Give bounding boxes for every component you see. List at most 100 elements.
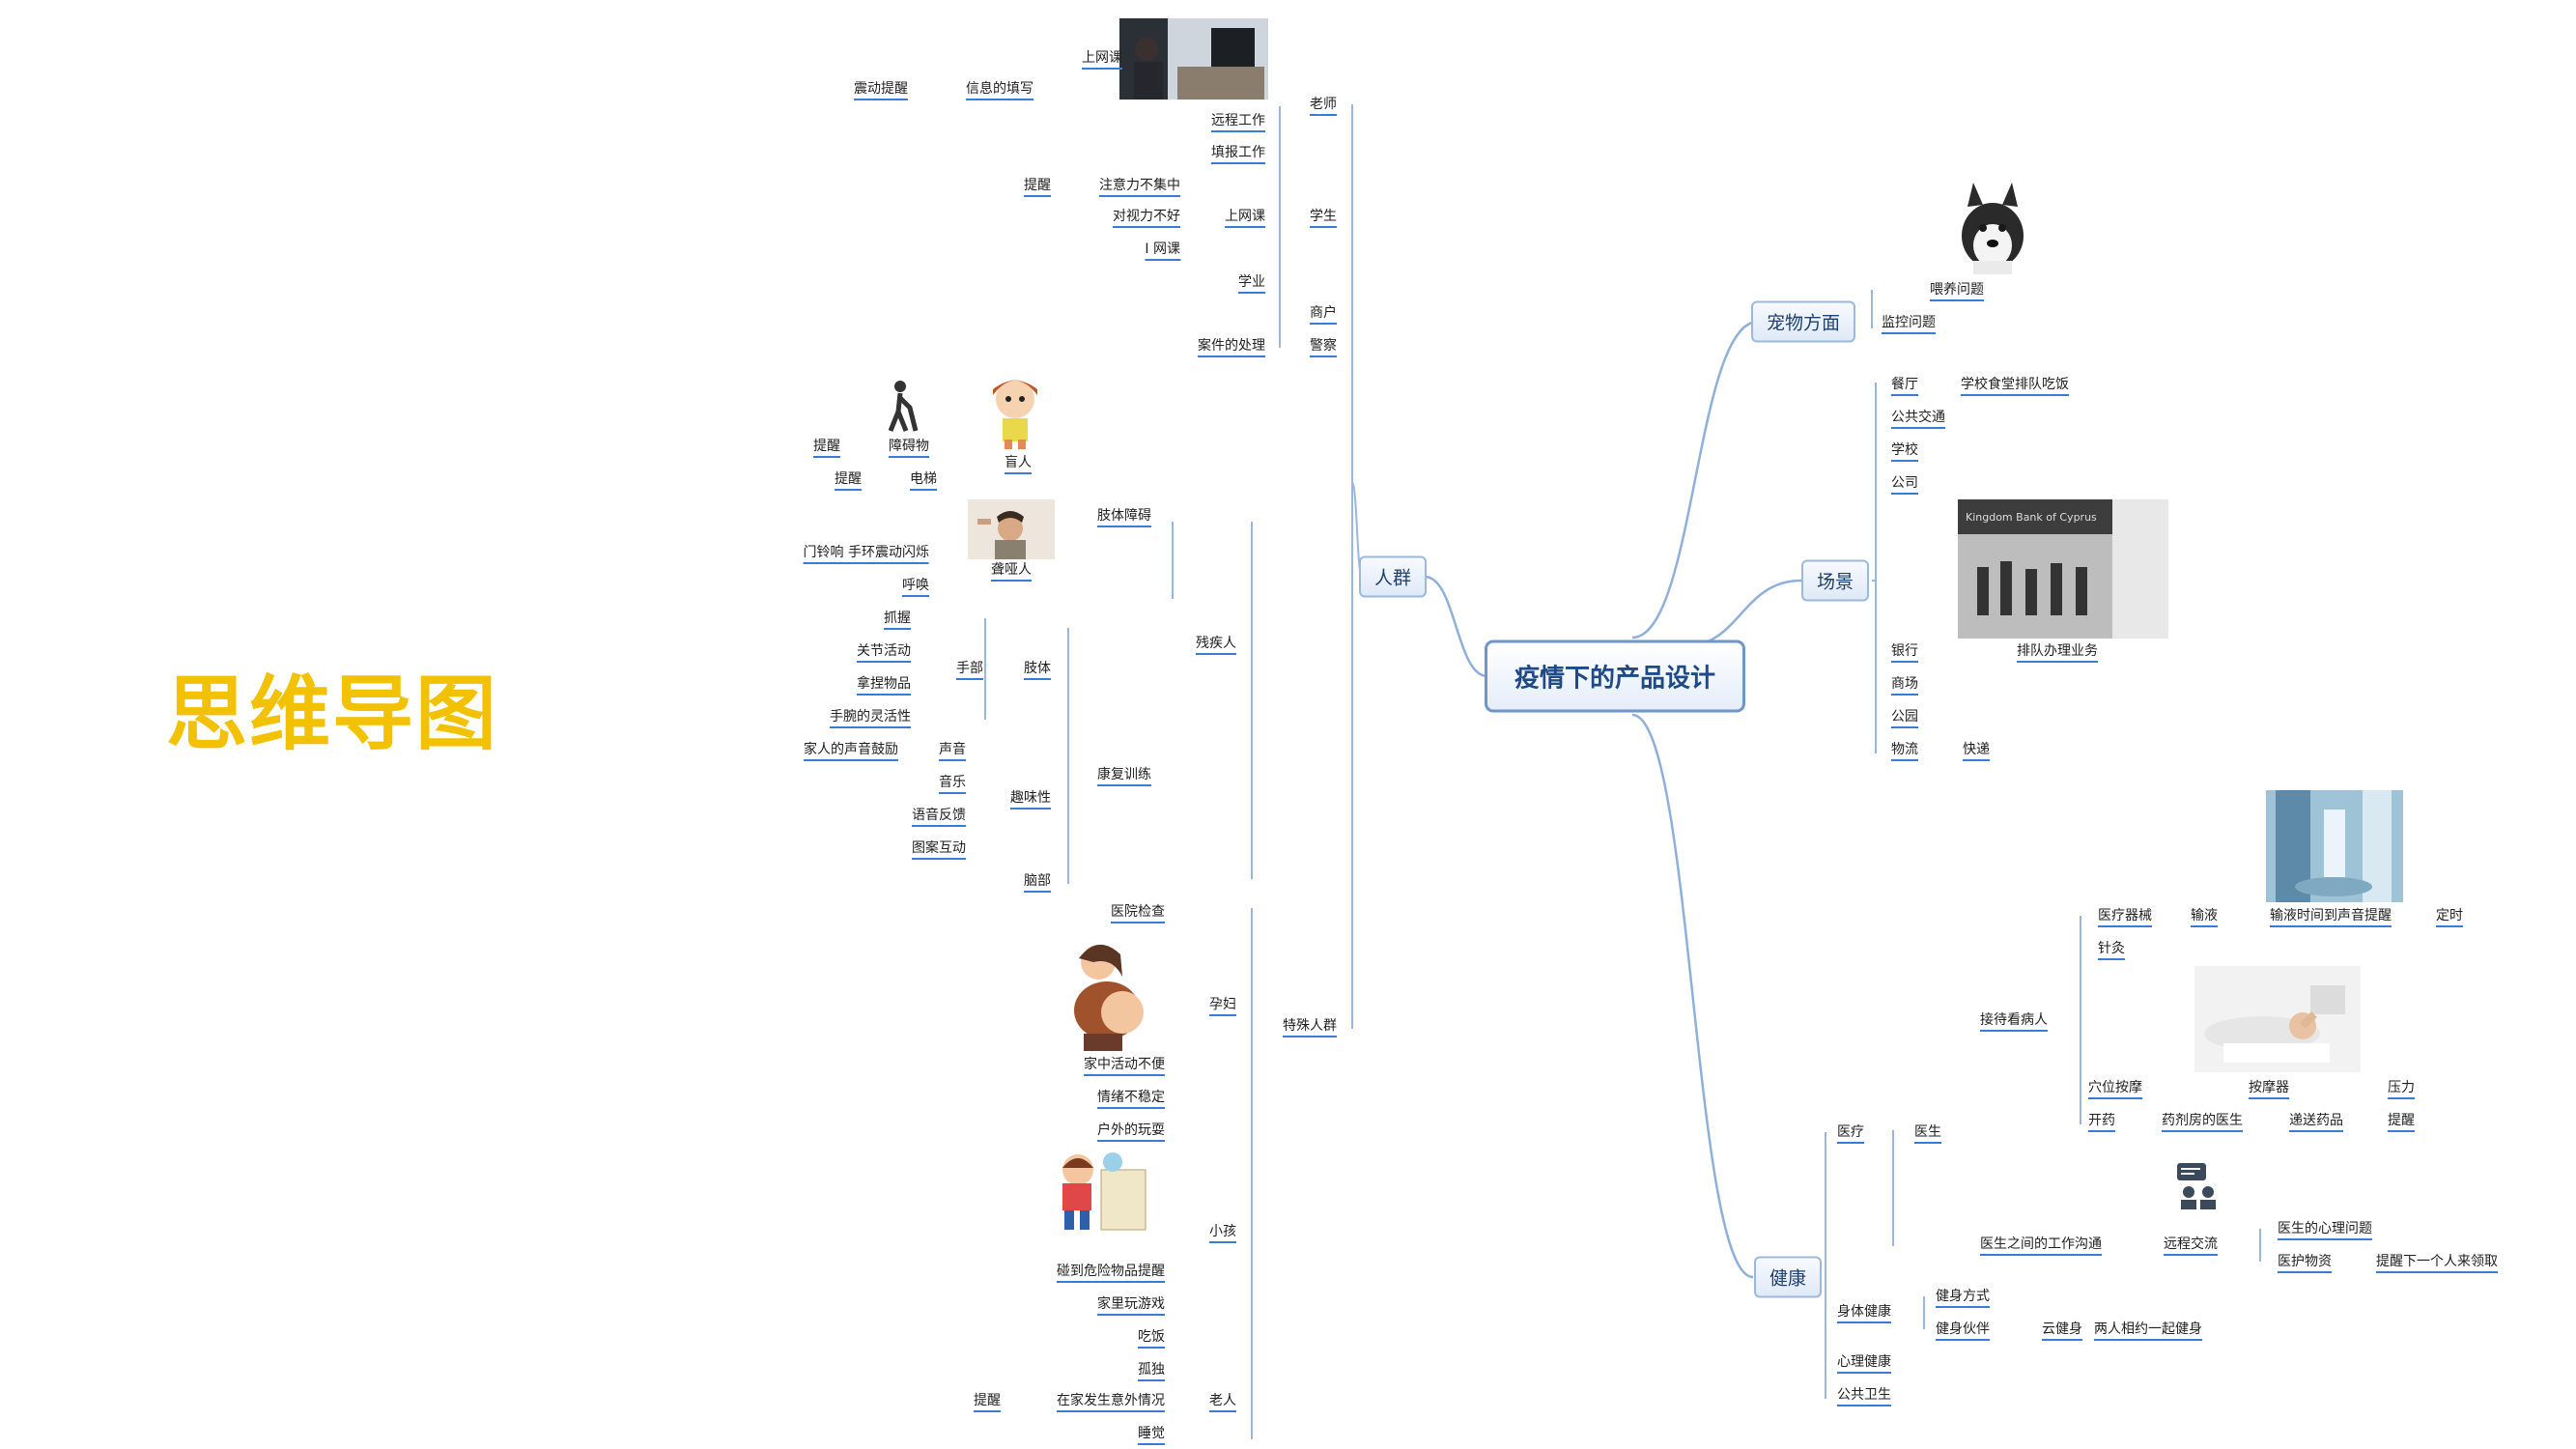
node-acupuncture[interactable]: 针灸 xyxy=(2098,939,2125,960)
node-fill-work[interactable]: 填报工作 xyxy=(1211,143,1265,164)
node-deliver-drug[interactable]: 递送药品 xyxy=(2289,1111,2343,1132)
node-child[interactable]: 小孩 xyxy=(1209,1222,1236,1243)
node-mental-doctor[interactable]: 医生的心理问题 xyxy=(2278,1219,2372,1240)
node-fitness[interactable]: 身体健康 xyxy=(1837,1302,1891,1323)
node-mental[interactable]: 心理健康 xyxy=(1837,1352,1891,1374)
node-online-class-teacher[interactable]: 上网课 xyxy=(1082,48,1122,70)
node-bank[interactable]: 银行 xyxy=(1891,641,1918,663)
node-remote[interactable]: 远程交流 xyxy=(2164,1235,2218,1256)
node-hygiene[interactable]: 公共卫生 xyxy=(1837,1385,1891,1406)
node-home-move[interactable]: 家中活动不便 xyxy=(1084,1055,1165,1076)
node-obstacle[interactable]: 障碍物 xyxy=(889,437,929,458)
branch-health[interactable]: 健康 xyxy=(1753,1256,1823,1298)
node-logistics[interactable]: 物流 xyxy=(1891,740,1918,761)
node-next-receive[interactable]: 提醒下一个人来领取 xyxy=(2376,1252,2498,1273)
node-two-fit[interactable]: 两人相约一起健身 xyxy=(2094,1320,2202,1341)
node-elevator[interactable]: 电梯 xyxy=(910,469,937,491)
node-mall[interactable]: 商场 xyxy=(1891,674,1918,696)
node-supplies[interactable]: 医护物资 xyxy=(2278,1252,2332,1273)
node-eyesight[interactable]: 对视力不好 xyxy=(1113,207,1180,228)
node-infusion[interactable]: 输液 xyxy=(2191,906,2218,927)
node-feeding[interactable]: 喂养问题 xyxy=(1930,280,1984,301)
node-family-voice[interactable]: 家人的声音鼓励 xyxy=(804,740,898,761)
node-doctor[interactable]: 医生 xyxy=(1914,1122,1941,1144)
node-wrist[interactable]: 手腕的灵活性 xyxy=(830,707,911,728)
node-remind-obstacle[interactable]: 提醒 xyxy=(813,437,840,458)
node-student[interactable]: 学生 xyxy=(1310,207,1337,228)
node-joint[interactable]: 关节活动 xyxy=(857,641,911,663)
central-topic[interactable]: 疫情下的产品设计 xyxy=(1484,639,1746,713)
node-canteen[interactable]: 餐厅 xyxy=(1891,375,1918,396)
node-call[interactable]: 呼唤 xyxy=(902,576,929,597)
node-home-game[interactable]: 家里玩游戏 xyxy=(1097,1294,1165,1316)
node-i-online[interactable]: I 网课 xyxy=(1145,240,1180,261)
node-case[interactable]: 案件的处理 xyxy=(1198,336,1265,357)
node-sleep[interactable]: 睡觉 xyxy=(1138,1424,1165,1445)
node-vibration-reminder[interactable]: 震动提醒 xyxy=(854,79,908,100)
node-info-fill[interactable]: 信息的填写 xyxy=(966,79,1033,100)
node-infusion-alert[interactable]: 输液时间到声音提醒 xyxy=(2270,906,2392,927)
node-device[interactable]: 医疗器械 xyxy=(2098,906,2152,927)
branch-pets[interactable]: 宠物方面 xyxy=(1750,300,1856,343)
node-disabled[interactable]: 残疾人 xyxy=(1196,634,1236,655)
node-voice[interactable]: 声音 xyxy=(939,740,966,761)
node-hold[interactable]: 拿捏物品 xyxy=(857,674,911,696)
node-grip[interactable]: 抓握 xyxy=(884,609,911,630)
node-limbs[interactable]: 肢体 xyxy=(1024,659,1051,680)
node-danger[interactable]: 碰到危险物品提醒 xyxy=(1057,1262,1165,1283)
node-mood[interactable]: 情绪不稳定 xyxy=(1097,1088,1165,1109)
node-brain[interactable]: 脑部 xyxy=(1024,871,1051,893)
node-acupoint[interactable]: 穴位按摩 xyxy=(2088,1078,2142,1099)
node-lonely[interactable]: 孤独 xyxy=(1138,1360,1165,1381)
node-police[interactable]: 警察 xyxy=(1310,336,1337,357)
node-park[interactable]: 公园 xyxy=(1891,707,1918,728)
node-teacher[interactable]: 老师 xyxy=(1310,95,1337,116)
node-deaf[interactable]: 聋哑人 xyxy=(991,560,1032,582)
node-blind[interactable]: 盲人 xyxy=(1005,453,1032,474)
node-remote-work[interactable]: 远程工作 xyxy=(1211,111,1265,132)
node-student-reminder[interactable]: 提醒 xyxy=(1024,176,1051,197)
node-company[interactable]: 公司 xyxy=(1891,473,1918,495)
node-transport[interactable]: 公共交通 xyxy=(1891,408,1945,429)
branch-people[interactable]: 人群 xyxy=(1358,555,1428,598)
node-rehab[interactable]: 康复训练 xyxy=(1097,765,1151,786)
node-merchant[interactable]: 商户 xyxy=(1310,303,1337,325)
node-see-patient[interactable]: 接待看病人 xyxy=(1980,1010,2048,1032)
node-pregnant[interactable]: 孕妇 xyxy=(1209,995,1236,1016)
node-express[interactable]: 快递 xyxy=(1963,740,1990,761)
node-timing[interactable]: 定时 xyxy=(2436,906,2463,927)
node-elderly-remind[interactable]: 提醒 xyxy=(974,1391,1001,1412)
node-doctor-comm[interactable]: 医生之间的工作沟通 xyxy=(1980,1235,2102,1256)
node-cloud-fit[interactable]: 云健身 xyxy=(2042,1320,2082,1341)
node-massager[interactable]: 按摩器 xyxy=(2249,1078,2289,1099)
node-special[interactable]: 特殊人群 xyxy=(1283,1016,1337,1037)
node-voice-feedback[interactable]: 语音反馈 xyxy=(912,806,966,827)
branch-scenes[interactable]: 场景 xyxy=(1800,559,1870,602)
node-attention[interactable]: 注意力不集中 xyxy=(1099,176,1180,197)
node-eat[interactable]: 吃饭 xyxy=(1138,1327,1165,1349)
node-elderly[interactable]: 老人 xyxy=(1209,1391,1236,1412)
node-doorbell[interactable]: 门铃响 手环震动闪烁 xyxy=(803,543,929,564)
node-remind-elevator[interactable]: 提醒 xyxy=(835,469,862,491)
node-limb-barrier[interactable]: 肢体障碍 xyxy=(1097,506,1151,527)
node-school[interactable]: 学校 xyxy=(1891,440,1918,462)
node-partner[interactable]: 健身伙伴 xyxy=(1936,1320,1990,1341)
node-fun[interactable]: 趣味性 xyxy=(1010,788,1051,810)
node-monitor[interactable]: 监控问题 xyxy=(1882,313,1936,334)
node-accident[interactable]: 在家发生意外情况 xyxy=(1057,1391,1165,1412)
node-student-online-class[interactable]: 上网课 xyxy=(1225,207,1265,228)
node-method[interactable]: 健身方式 xyxy=(1936,1287,1990,1308)
node-medical[interactable]: 医疗 xyxy=(1837,1122,1864,1144)
node-prescribe[interactable]: 开药 xyxy=(2088,1111,2115,1132)
node-studies[interactable]: 学业 xyxy=(1238,272,1265,294)
node-bank-queue[interactable]: 排队办理业务 xyxy=(2017,641,2098,663)
node-queue-eat[interactable]: 学校食堂排队吃饭 xyxy=(1961,375,2069,396)
node-pharmacy-doctor[interactable]: 药剂房的医生 xyxy=(2162,1111,2243,1132)
node-pattern[interactable]: 图案互动 xyxy=(912,838,966,860)
node-pressure[interactable]: 压力 xyxy=(2388,1078,2415,1099)
node-checkup[interactable]: 医院检查 xyxy=(1111,902,1165,923)
node-outdoor[interactable]: 户外的玩耍 xyxy=(1097,1121,1165,1142)
node-wake[interactable]: 提醒 xyxy=(2388,1111,2415,1132)
node-hand[interactable]: 手部 xyxy=(956,659,983,680)
node-music[interactable]: 音乐 xyxy=(939,773,966,794)
